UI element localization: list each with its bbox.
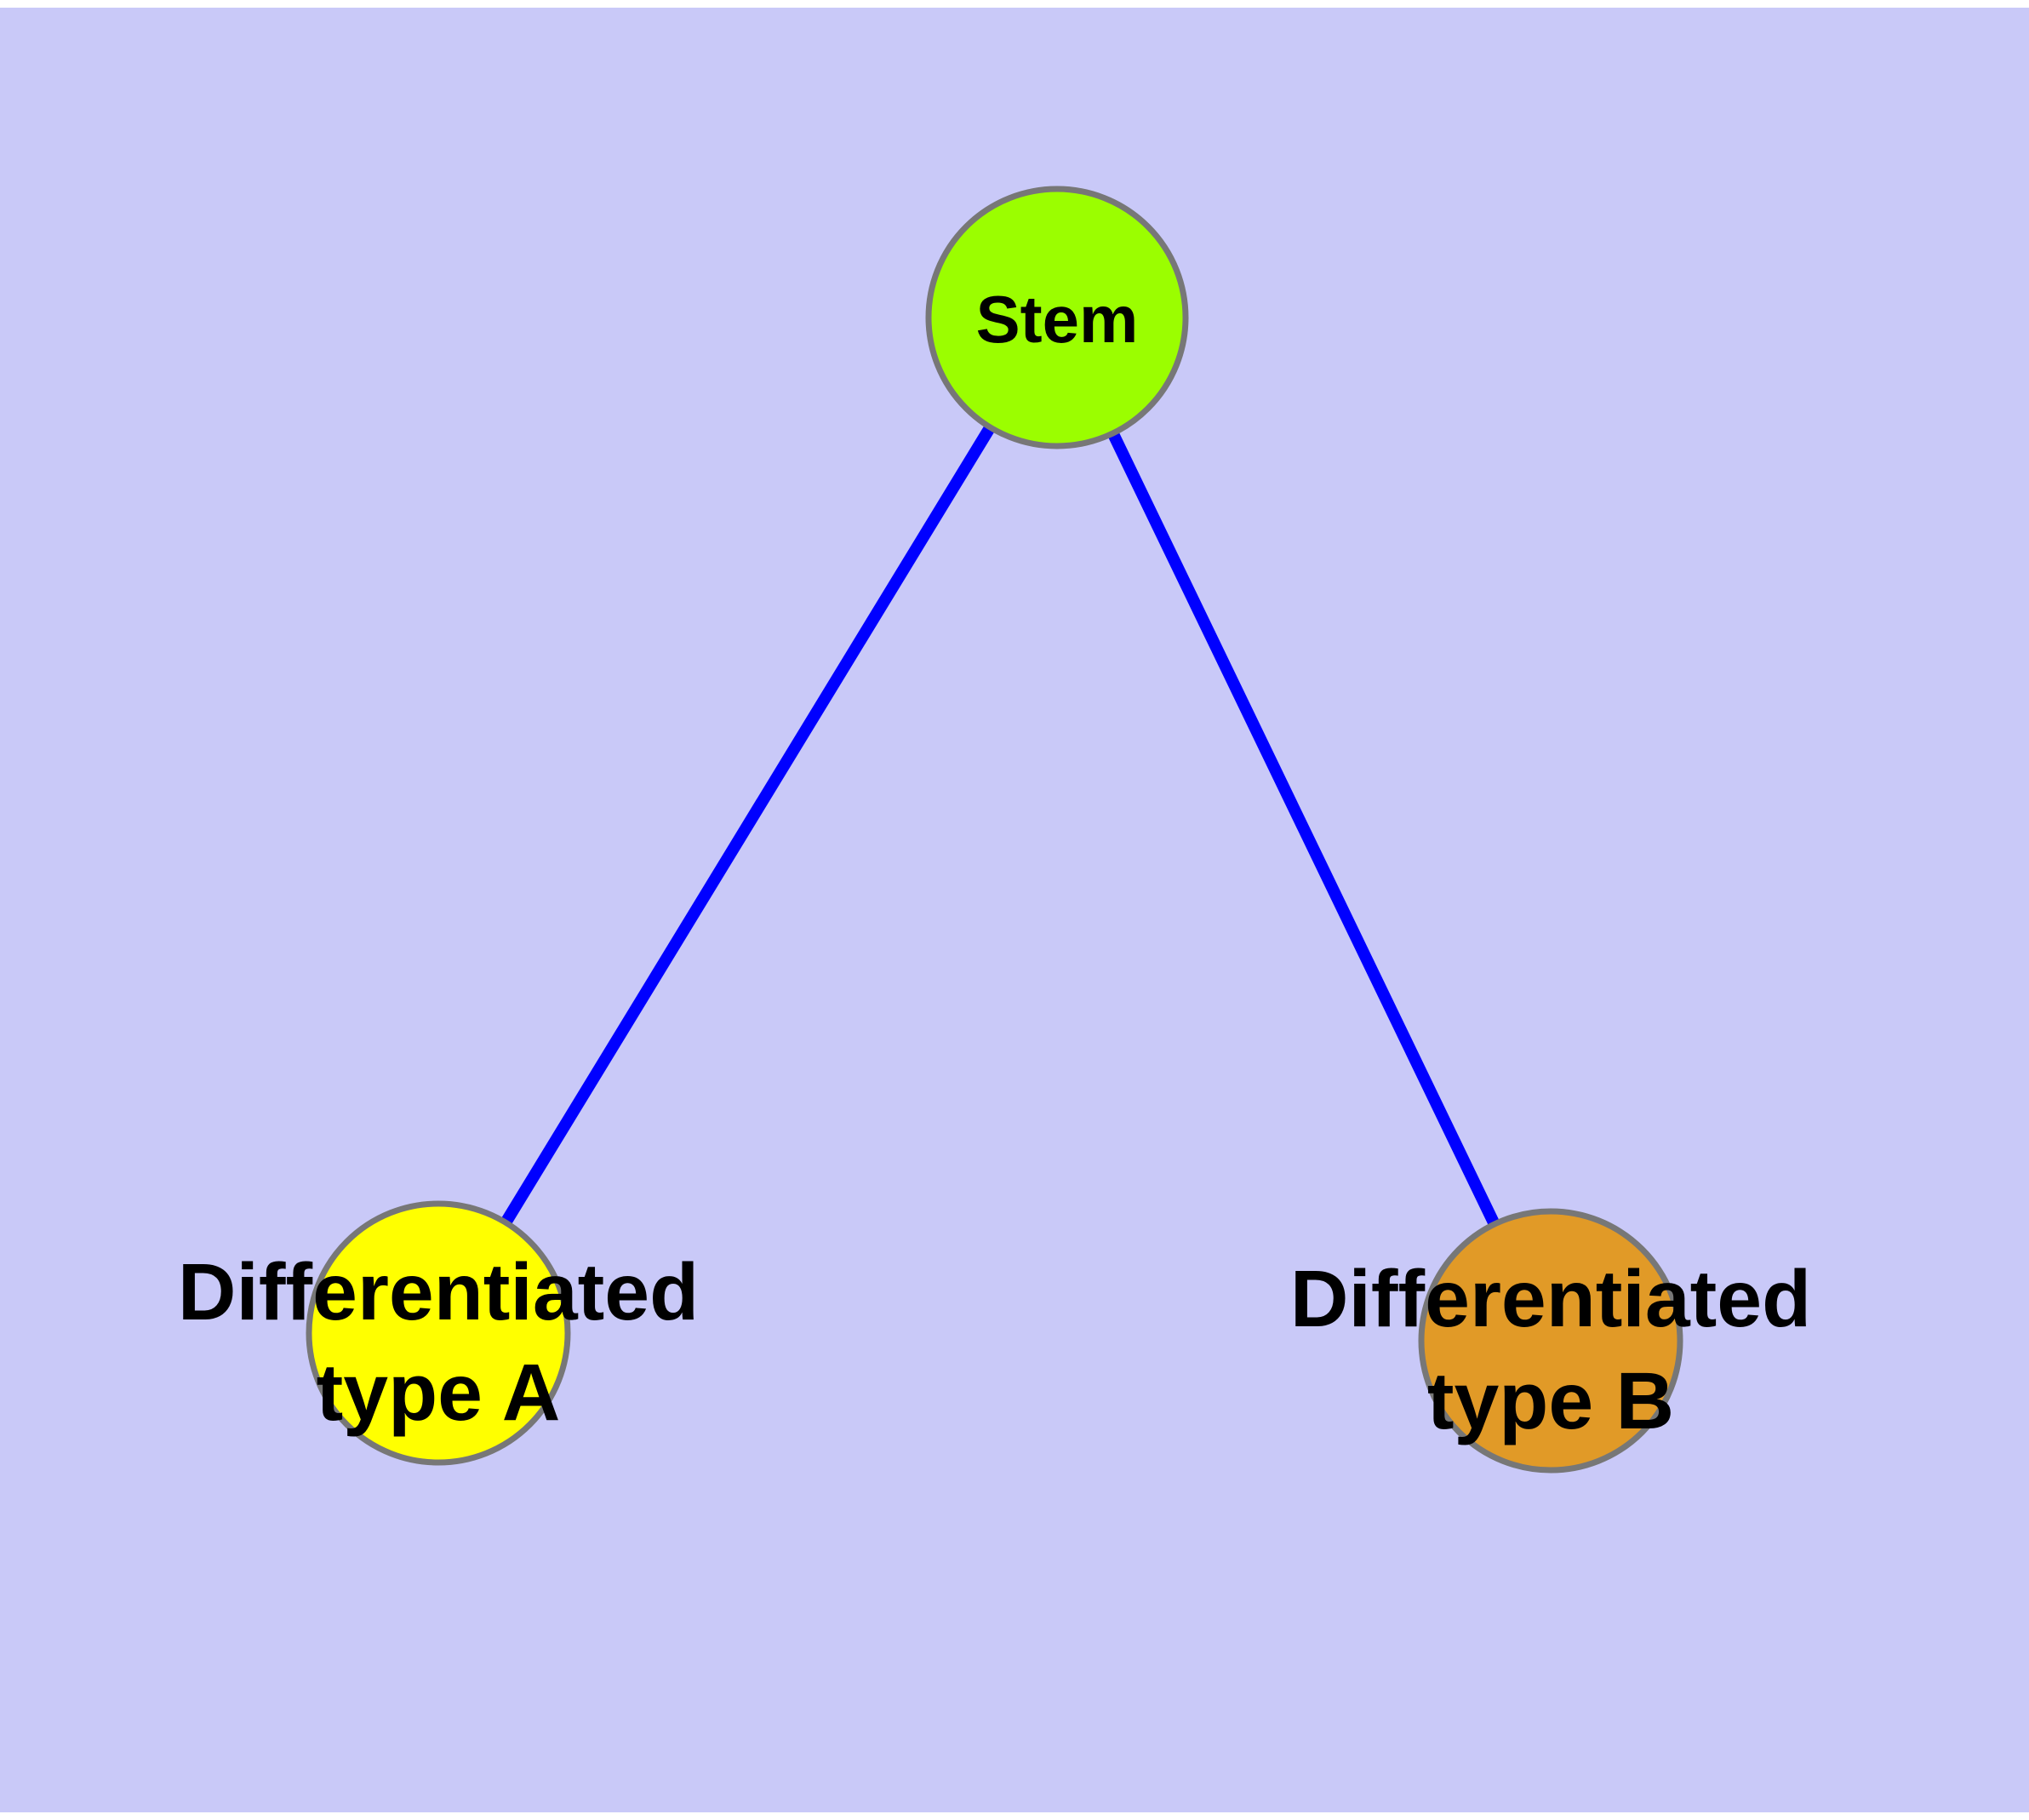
type-a-label-line2: type A [317,1348,561,1438]
top-margin [0,0,2029,8]
type-b-label-line1: Differentiated [1290,1254,1811,1344]
edge-stem-to-type-a [433,314,1062,1336]
stem-node [925,186,1189,449]
type-a-label-line1: Differentiated [178,1247,699,1337]
type-a-node [306,1200,571,1466]
type-b-label-line2: type B [1427,1356,1674,1446]
type-b-node [1418,1208,1683,1474]
stem-node-label: Stem [976,282,1139,357]
edge-stem-to-type-b [1051,314,1557,1344]
bottom-margin [0,1812,2029,1820]
